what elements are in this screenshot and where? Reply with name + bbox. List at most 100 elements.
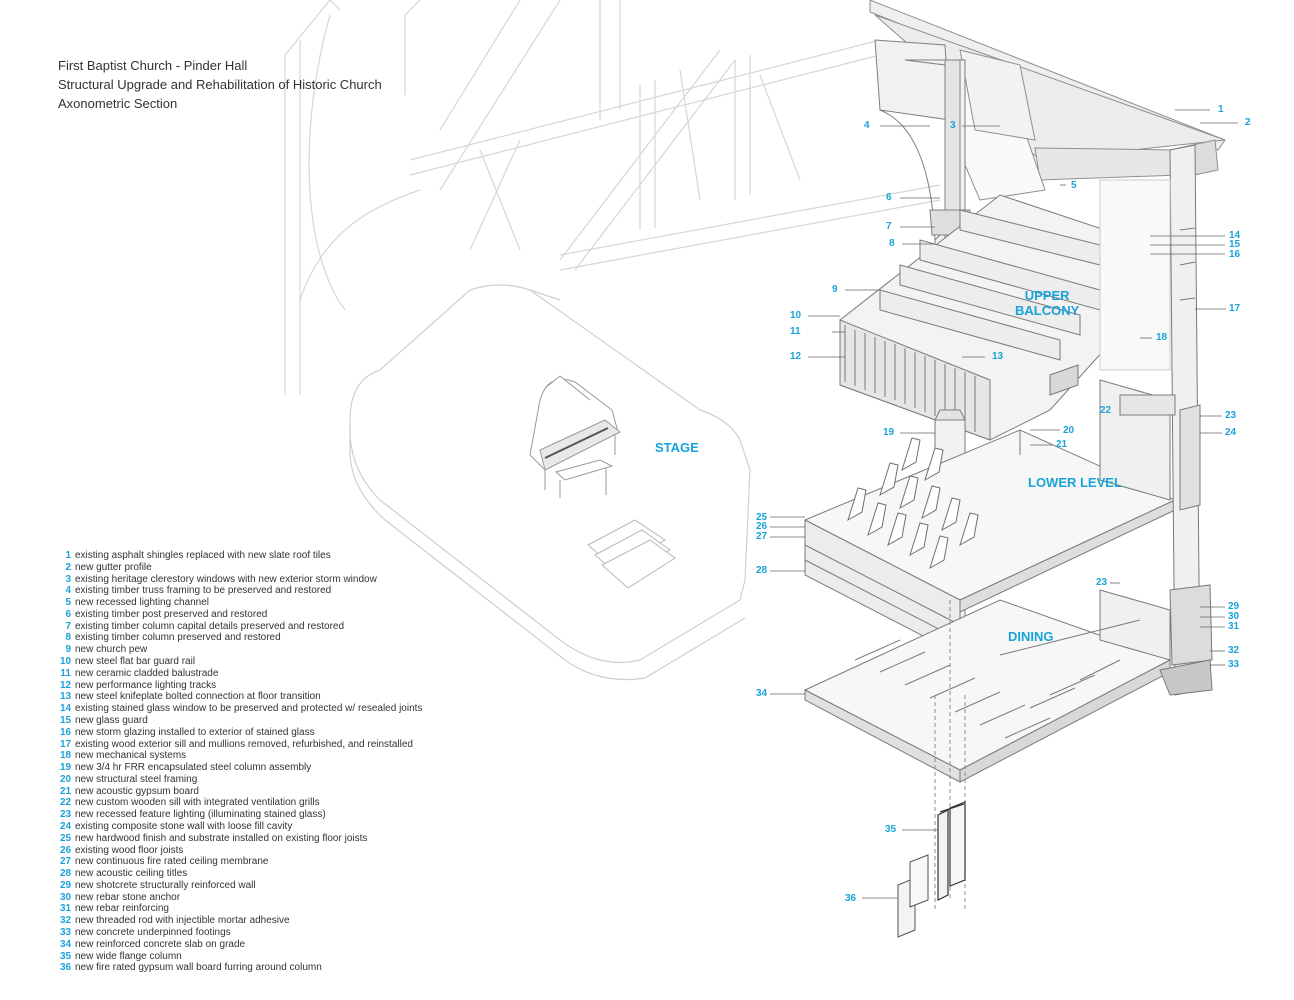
legend-item-number: 14 — [60, 703, 72, 715]
leader-lines — [770, 109, 1238, 899]
legend-item-text: existing wood floor joists — [75, 844, 184, 856]
legend-item-number: 7 — [65, 620, 71, 632]
roof-truss-ghost — [284, 0, 941, 395]
legend-item-number: 24 — [60, 820, 72, 832]
legend-item-number: 25 — [60, 832, 72, 844]
legend-item-number: 19 — [60, 762, 72, 774]
callout-4: 4 — [864, 120, 870, 131]
callout-10: 10 — [790, 310, 802, 321]
legend-item-number: 16 — [60, 726, 72, 738]
legend-item-text: new mechanical systems — [75, 750, 187, 762]
legend-item-number: 26 — [60, 844, 72, 856]
stage-steps — [587, 519, 676, 589]
callout-24: 24 — [1225, 427, 1237, 438]
callout-14: 14 — [1229, 230, 1241, 241]
legend-item-text: new rebar stone anchor — [75, 891, 181, 903]
legend-item-number: 12 — [60, 679, 72, 691]
legend-item-number: 22 — [60, 797, 72, 809]
legend-item-text: new custom wooden sill with integrated v… — [75, 797, 320, 809]
callout-29: 29 — [1228, 601, 1240, 612]
legend-item-number: 29 — [60, 879, 72, 891]
title-block: First Baptist Church - Pinder Hall Struc… — [58, 56, 382, 113]
callout-22: 22 — [1100, 405, 1112, 416]
legend-item-text: existing timber column preserved and res… — [75, 632, 281, 644]
dining-level-floor — [803, 589, 1172, 783]
legend-item-text: new church pew — [75, 644, 148, 656]
legend-item-text: new gutter profile — [75, 561, 152, 573]
legend-item: 3 existing heritage clerestory windows wi… — [60, 574, 422, 586]
legend-item-text: existing stained glass window to be pres… — [75, 703, 423, 715]
legend-item-text: new glass guard — [75, 714, 148, 726]
zone-upper-balcony: UPPER BALCONY — [1015, 288, 1079, 318]
legend-item-number: 36 — [60, 962, 72, 974]
legend-item-number: 18 — [60, 750, 72, 762]
wide-flange-column — [937, 801, 966, 901]
callout-17: 17 — [1229, 303, 1241, 314]
legend-item-text: new hardwood finish and substrate instal… — [75, 832, 368, 844]
legend-item-number: 1 — [65, 550, 71, 561]
legend-item-text: new recessed feature lighting (illuminat… — [75, 809, 326, 821]
legend-item-number: 13 — [60, 691, 72, 703]
callout-6: 6 — [886, 192, 892, 203]
lower-level-floor — [803, 379, 1177, 656]
legend-item-text: existing timber truss framing to be pres… — [75, 585, 332, 597]
callout-19: 19 — [883, 427, 895, 438]
callout-36: 36 — [845, 893, 857, 904]
title-line-2: Structural Upgrade and Rehabilitation of… — [58, 77, 382, 92]
legend-item-text: new performance lighting tracks — [75, 679, 217, 691]
callout-25: 25 — [756, 512, 768, 523]
legend-item-number: 15 — [60, 714, 72, 726]
legend-item-number: 8 — [65, 632, 71, 644]
callout-31: 31 — [1228, 621, 1240, 632]
callout-23-upper: 23 — [1225, 410, 1237, 421]
zone-stage: STAGE — [655, 440, 699, 455]
callout-33: 33 — [1228, 659, 1240, 670]
legend-item-number: 32 — [60, 915, 72, 927]
zone-upper-balcony-line2: BALCONY — [1015, 303, 1080, 318]
legend-item-text: existing heritage clerestory windows wit… — [75, 573, 377, 585]
legend-item: 8 existing timber column preserved and re… — [60, 632, 422, 644]
grand-piano — [529, 375, 621, 498]
zone-lower-level: LOWER LEVEL — [1028, 475, 1122, 490]
title-line-1: First Baptist Church - Pinder Hall — [58, 58, 248, 73]
zone-dining: DINING — [1008, 629, 1054, 644]
legend-item-number: 21 — [60, 785, 72, 797]
callout-27: 27 — [756, 531, 768, 542]
callout-9: 9 — [832, 284, 838, 295]
legend-item-text: new rebar reinforcing — [75, 903, 169, 915]
legend-item-number: 5 — [65, 597, 71, 609]
legend-item-number: 3 — [65, 573, 71, 585]
legend-item-text: new concrete underpinned footings — [75, 927, 231, 938]
exterior-stone-wall — [1099, 144, 1213, 696]
callout-20: 20 — [1063, 425, 1075, 436]
callout-5: 5 — [1071, 180, 1077, 191]
title-line-3: Axonometric Section — [58, 96, 178, 111]
legend-item-text: new 3/4 hr FRR encapsulated steel column… — [75, 762, 312, 774]
